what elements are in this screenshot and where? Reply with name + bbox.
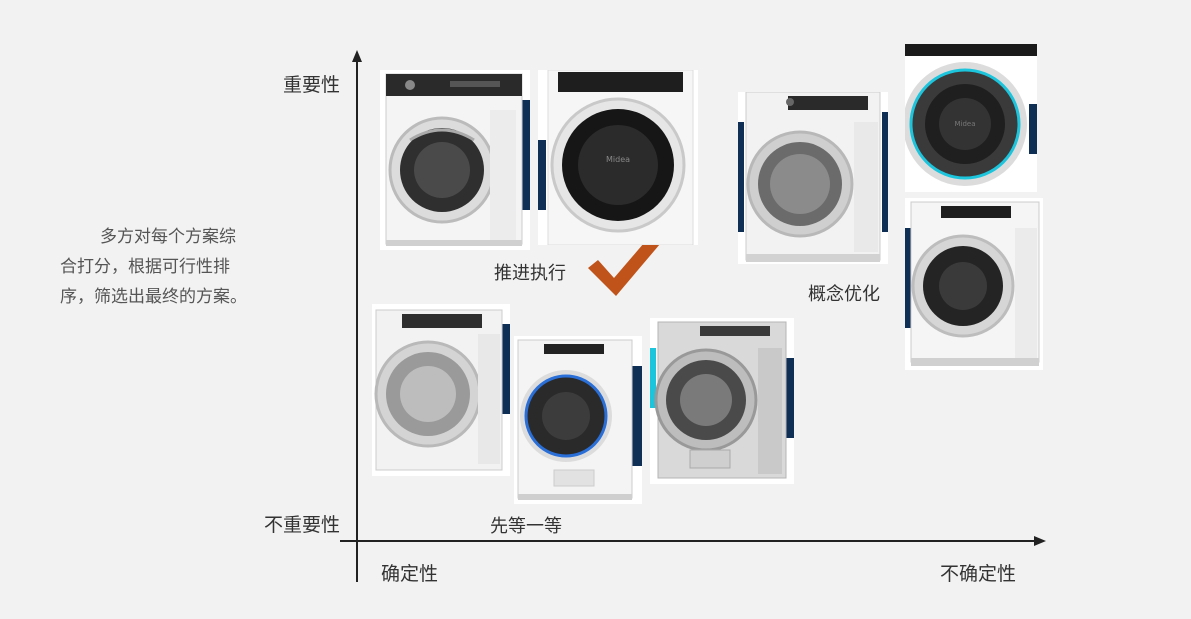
description-line-3: 序，筛选出最终的方案。 [60, 287, 247, 307]
description-line-2: 合打分，根据可行性排 [60, 257, 230, 277]
washer-image-2: Midea [538, 70, 698, 245]
description-line-1: 多方对每个方案综 [100, 227, 236, 247]
washer-image-8 [650, 318, 794, 484]
washer-image-4: Midea [905, 44, 1037, 192]
x-axis-arrow [1034, 536, 1046, 546]
washer-image-3 [738, 92, 888, 264]
washer-image-6 [372, 304, 510, 476]
washer-image-7 [514, 336, 642, 504]
quadrant-label-optimize: 概念优化 [808, 284, 880, 305]
washer-image-1 [380, 70, 530, 250]
x-axis-right-label: 不确定性 [940, 563, 1017, 585]
svg-text:Midea: Midea [954, 120, 975, 128]
check-mark-icon [588, 236, 660, 296]
description-text: 多方对每个方案综 合打分，根据可行性排 序，筛选出最终的方案。 [60, 222, 310, 312]
y-axis-arrow [352, 50, 362, 62]
svg-text:Midea: Midea [606, 155, 630, 164]
washer-image-5 [905, 198, 1043, 370]
y-axis-bottom-label: 不重要性 [264, 514, 341, 536]
x-axis-left-label: 确定性 [381, 563, 439, 585]
quadrant-label-execute: 推进执行 [494, 263, 566, 284]
y-axis-top-label: 重要性 [283, 74, 341, 96]
quadrant-label-wait: 先等一等 [490, 516, 562, 537]
